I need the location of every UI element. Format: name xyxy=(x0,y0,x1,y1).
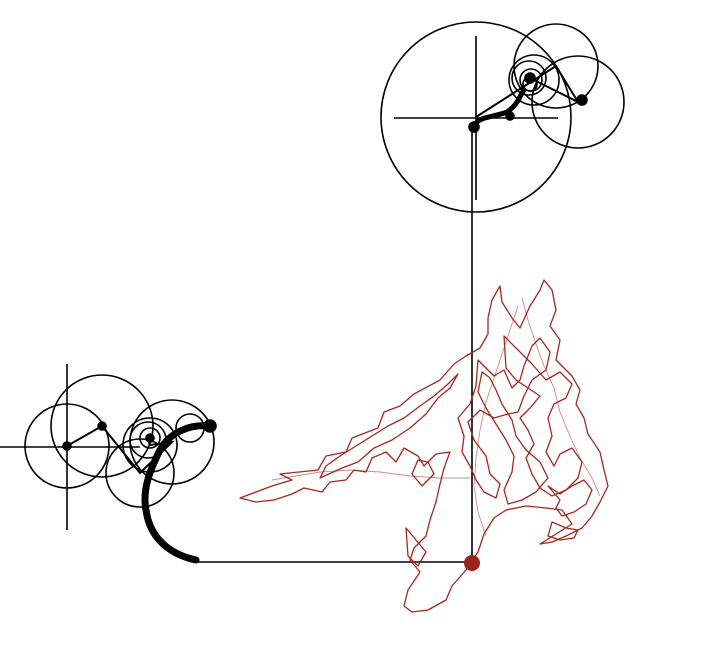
joint-dot xyxy=(62,441,72,451)
trace-path xyxy=(503,335,583,497)
epicycle-arms xyxy=(141,422,214,564)
joint-dot xyxy=(145,433,155,443)
trace-path xyxy=(457,337,551,499)
epicycle-arms xyxy=(471,87,527,131)
joint-dot xyxy=(576,94,588,106)
epicycle-circle xyxy=(511,60,547,96)
joint-dot xyxy=(203,419,217,433)
epicycle-circle xyxy=(380,21,572,213)
trace-path xyxy=(477,371,549,505)
projection-lines xyxy=(196,130,473,563)
trace-path xyxy=(405,459,435,567)
pen-position-dot xyxy=(464,555,480,571)
joint-dot xyxy=(97,421,107,431)
epicycles-left xyxy=(0,364,217,564)
epicycle-circle xyxy=(531,55,625,149)
joint-dot xyxy=(468,121,480,133)
epicycle-circle xyxy=(24,403,110,489)
trace-path xyxy=(319,373,459,479)
joint-dot xyxy=(524,72,536,84)
horse-head-trace xyxy=(239,279,609,613)
epicycle-circle xyxy=(139,427,161,449)
trace-path xyxy=(239,279,609,613)
trace-path xyxy=(271,297,601,537)
joint-dot xyxy=(505,111,515,121)
epicycle-circle xyxy=(50,374,154,478)
trace-path xyxy=(547,521,579,541)
epicycles-top xyxy=(380,21,625,213)
epicycle-circle xyxy=(508,54,560,106)
trace-path xyxy=(547,479,593,517)
